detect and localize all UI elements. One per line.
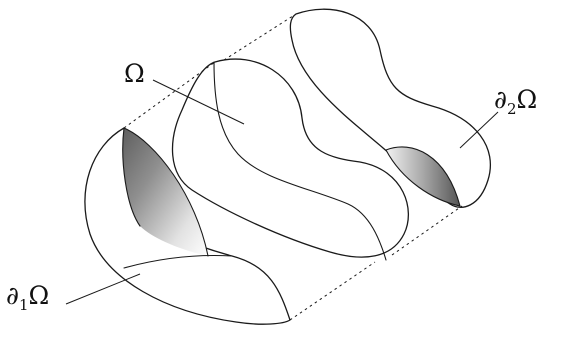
lower-right-dashed-line bbox=[391, 205, 463, 256]
left-boundary-seam-outer bbox=[123, 127, 209, 257]
upper-left-dashed-line bbox=[123, 61, 216, 129]
boundary-2-subscript: 2 bbox=[507, 100, 517, 118]
boundary-1-subscript: 1 bbox=[19, 296, 29, 314]
boundary-1-partial-symbol: ∂ bbox=[6, 281, 19, 310]
boundary-1-leader-line bbox=[65, 273, 141, 305]
top-dashed-line bbox=[223, 13, 297, 61]
left-boundary-seam-lower bbox=[123, 254, 233, 269]
omega-domain-seam bbox=[213, 61, 387, 261]
right-boundary-seam-lower bbox=[385, 149, 461, 207]
boundary-2-label: ∂2Ω bbox=[494, 85, 537, 118]
boundary-2-leader-line bbox=[459, 111, 499, 149]
label-leader-lines bbox=[65, 79, 499, 305]
omega-leader-line bbox=[152, 79, 245, 125]
lower-left-dashed-line bbox=[289, 261, 376, 321]
left-boundary-piece bbox=[84, 127, 291, 325]
boundary-2-partial-symbol: ∂ bbox=[494, 85, 507, 114]
omega-domain-surface bbox=[171, 58, 409, 258]
right-boundary-piece bbox=[289, 8, 491, 208]
left-boundary-cavity bbox=[122, 128, 208, 256]
right-boundary-seam-upper bbox=[385, 146, 461, 207]
dashed-guide-lines bbox=[123, 13, 463, 321]
omega-label: Ω bbox=[124, 59, 145, 88]
boundary-1-label: ∂1Ω bbox=[6, 281, 49, 314]
left-boundary-seam-inner bbox=[122, 127, 141, 227]
boundary-2-omega-letter: Ω bbox=[516, 85, 537, 114]
right-boundary-surface bbox=[289, 8, 491, 208]
boundary-1-omega-letter: Ω bbox=[28, 281, 49, 310]
omega-domain-piece bbox=[171, 58, 409, 261]
right-boundary-cavity bbox=[386, 146, 460, 206]
